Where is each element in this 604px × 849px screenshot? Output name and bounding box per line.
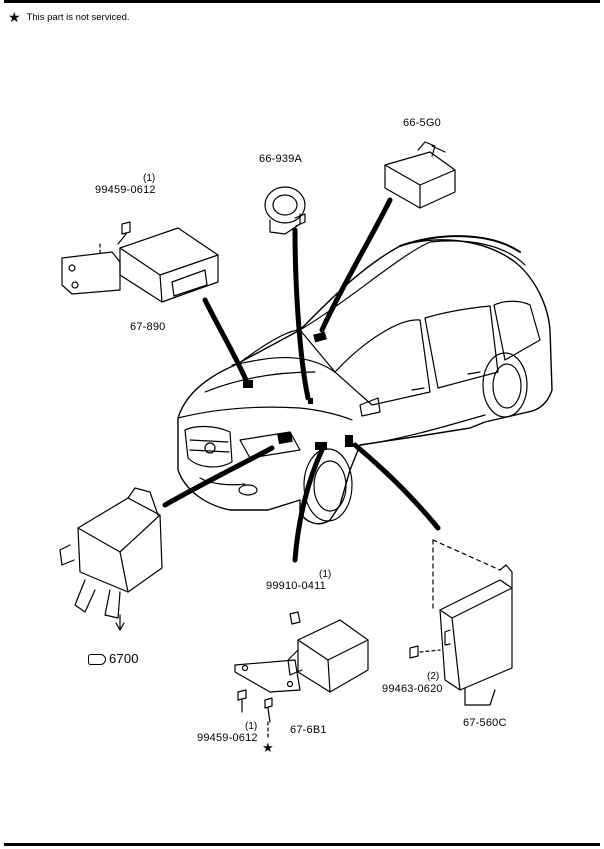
qty-nut: (1) <box>319 569 332 580</box>
label-bolt-bottom: 99459-0612 <box>197 732 258 744</box>
bottom-rule <box>4 843 600 846</box>
part-66-5g0-drawing <box>384 141 456 209</box>
star-icon: ★ <box>8 9 21 25</box>
part-6700-drawing <box>59 487 163 631</box>
pointing-hand-icon <box>88 654 106 666</box>
label-6700: 6700 <box>88 651 139 666</box>
label-67-890: 67-890 <box>130 321 166 333</box>
part-67-560c-drawing <box>409 539 513 706</box>
part-66-939a-drawing <box>264 186 306 235</box>
top-rule <box>4 0 600 3</box>
label-66-5g0: 66-5G0 <box>403 117 441 129</box>
leader-lines <box>162 197 441 563</box>
label-67-6b1: 67-6B1 <box>290 724 327 736</box>
label-bolt-right: 99463-0620 <box>382 683 443 695</box>
location-marks <box>243 331 353 450</box>
label-66-939a: 66-939A <box>259 153 302 165</box>
label-67-560c: 67-560C <box>463 717 507 729</box>
legend-note: ★ This part is not serviced. <box>8 10 130 24</box>
part-67-890-drawing <box>61 221 219 303</box>
label-bolt-top: 99459-0612 <box>95 184 156 196</box>
label-nut: 99910-0411 <box>266 580 326 592</box>
qty-bolt-right: (2) <box>427 671 440 682</box>
legend-text: This part is not serviced. <box>26 11 130 23</box>
part-67-6b1-drawing <box>234 611 369 739</box>
star-icon: ★ <box>262 740 274 755</box>
vehicle-outline <box>177 235 553 525</box>
qty-bolt-top: (1) <box>143 173 156 184</box>
qty-bolt-bottom: (1) <box>245 721 258 732</box>
